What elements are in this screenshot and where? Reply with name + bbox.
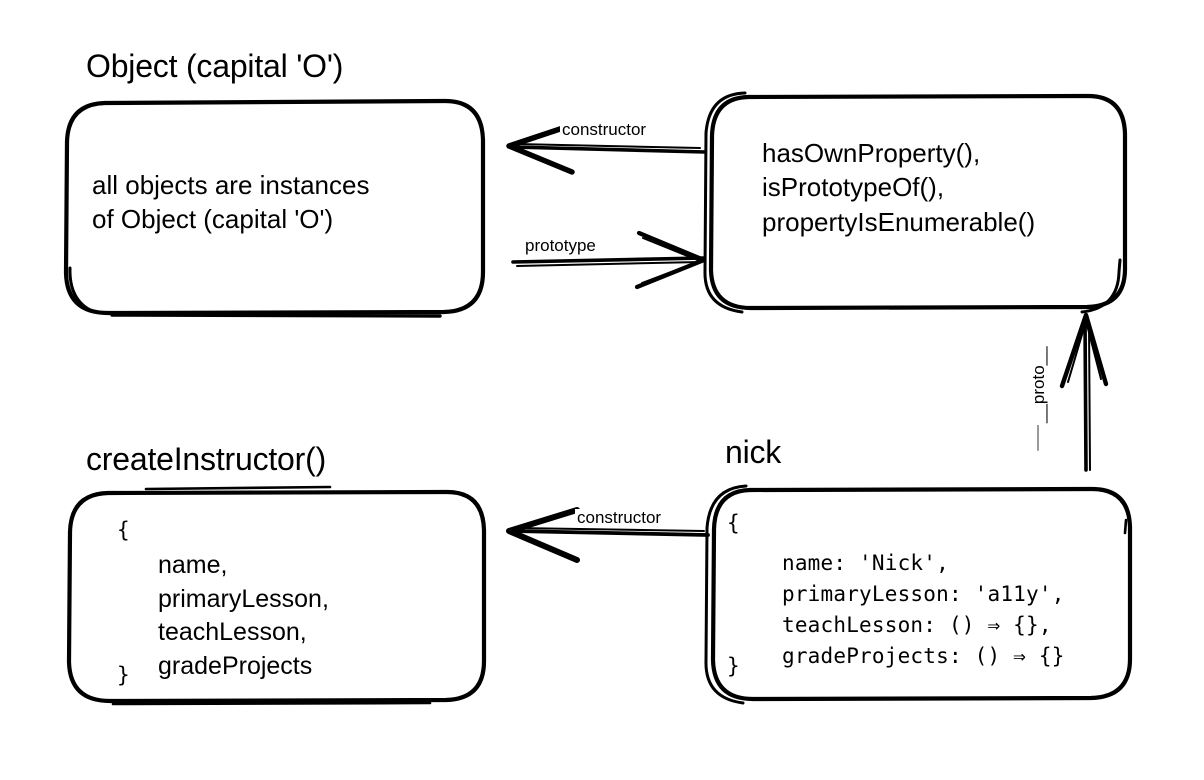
create-instructor-node-label: createInstructor() [86,441,327,477]
object-node[interactable] [66,96,486,318]
object-node-label: Object (capital 'O') [86,48,344,84]
create-instructor-open-brace: { [117,518,130,542]
create-instructor-close-brace: } [117,663,130,687]
nick-node-label: nick [725,434,782,470]
edge-proto-arrow [1037,312,1109,472]
object-prototype-node[interactable] [705,92,1130,314]
create-instructor-node[interactable] [68,487,488,707]
nick-close-brace: } [727,654,740,678]
edge-proto-label: __proto__ [1029,344,1048,425]
object-prototype-node-text: hasOwnProperty(), isPrototypeOf(), prope… [762,138,1036,237]
create-instructor-node-text: name, primaryLesson, teachLesson, gradeP… [158,551,329,680]
edge-prototype-label: prototype [523,236,598,255]
nick-open-brace: { [727,511,740,535]
nick-node-text: name: 'Nick', primaryLesson: 'a11y', tea… [782,551,1065,669]
nick-node[interactable] [705,484,1135,704]
edge-constructor-bottom-label: constructor [575,508,664,527]
edge-constructor-top-label: constructor [560,120,649,139]
object-node-text: all objects are instances of Object (cap… [92,170,370,235]
